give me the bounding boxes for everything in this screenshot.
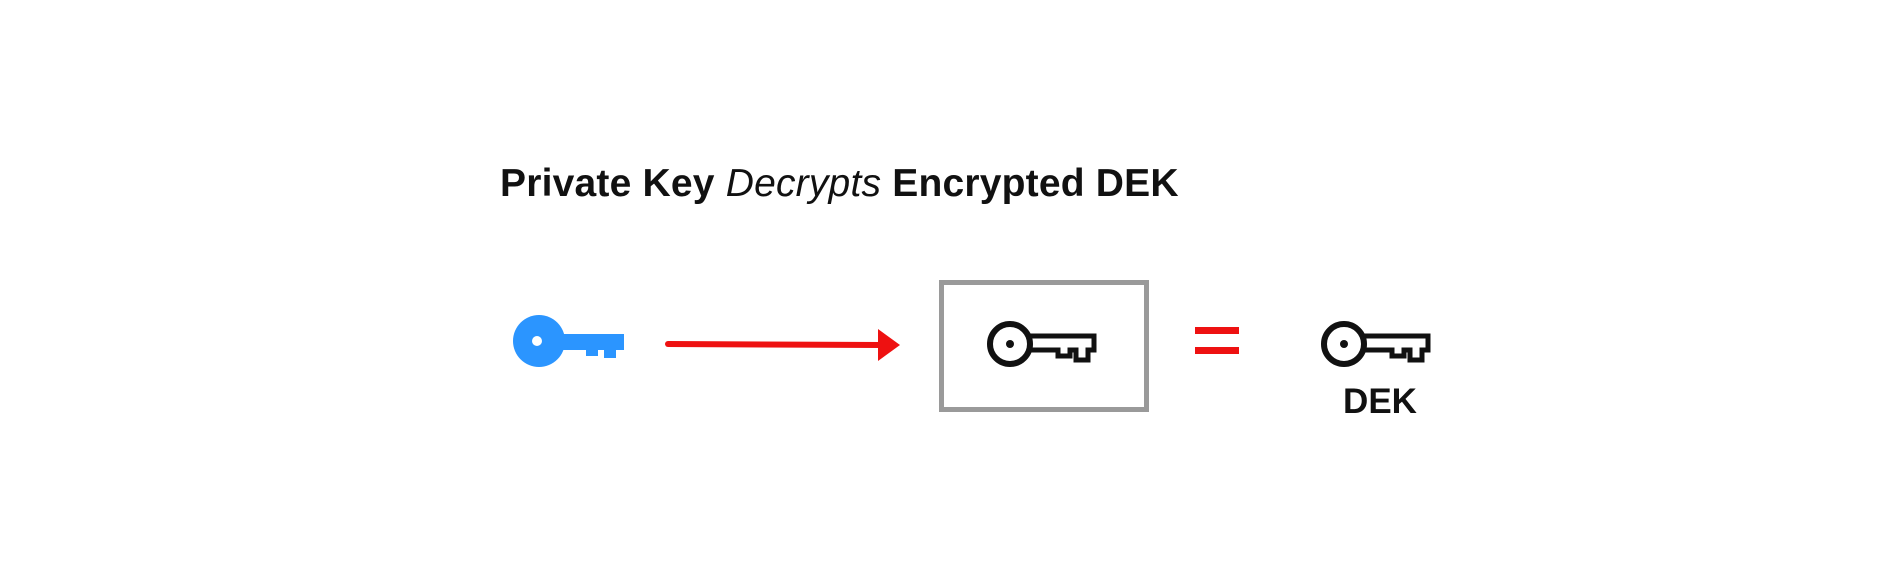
right-arrow-icon [665,329,900,361]
title-encrypted-dek: Encrypted DEK [892,162,1179,205]
title-private-key: Private Key [500,162,715,205]
title-decrypts: Decrypts [725,162,882,205]
diagram-title: Private Key Decrypts Encrypted DEK [500,162,1179,206]
dek-key-icon [1321,321,1431,367]
dek-label: DEK [1343,382,1417,421]
encrypted-dek-box [939,280,1149,412]
private-key-icon [513,315,624,367]
equals-sign-icon [1195,327,1239,354]
encrypted-key-icon [987,321,1097,367]
